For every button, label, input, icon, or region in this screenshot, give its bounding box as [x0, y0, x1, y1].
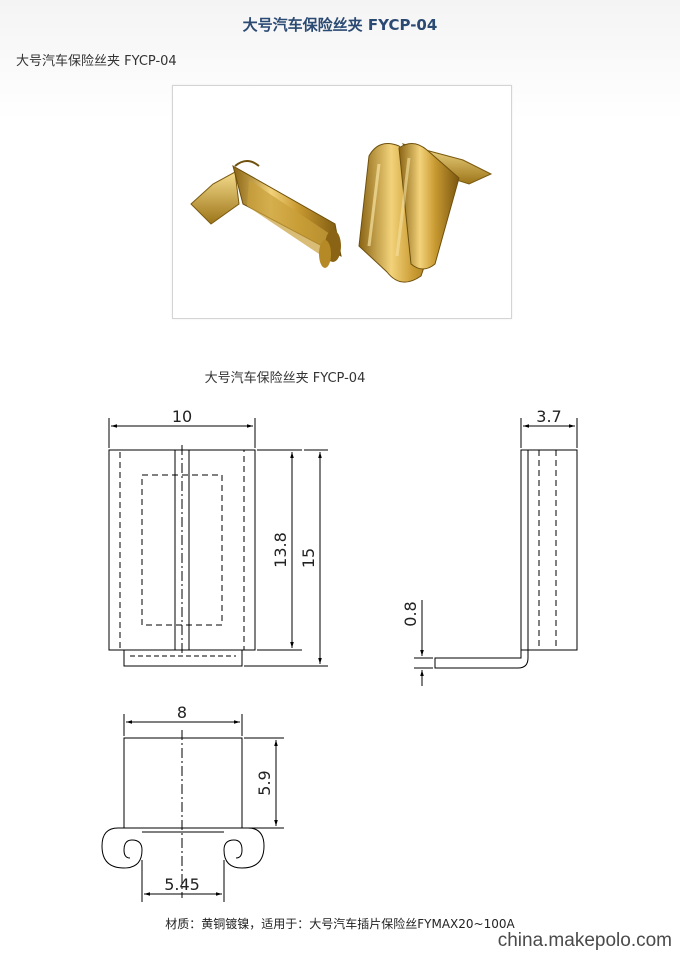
dim-width-5-45: 5.45: [164, 875, 200, 894]
dim-height-5-9: 5.9: [255, 770, 274, 795]
front-view: 10 13.8 15: [108, 407, 328, 667]
dim-width-8: 8: [177, 703, 187, 722]
site-watermark: china.makepolo.com: [497, 930, 672, 951]
material-note: 材质：黄铜镀镍，适用于：大号汽车插片保险丝FYMAX20~100A: [165, 917, 515, 931]
dim-thickness-0-8: 0.8: [401, 601, 420, 626]
dim-width-10: 10: [172, 407, 192, 426]
dim-depth-3-7: 3.7: [536, 407, 561, 426]
bottom-view: 8 5.9 5.45: [101, 703, 284, 902]
right-clip: [358, 143, 493, 283]
product-subtitle: 大号汽车保险丝夹 FYCP-04: [16, 54, 177, 69]
technical-drawing: 大号汽车保险丝夹 FYCP-04 10 13.8 15: [101, 370, 578, 902]
side-view: 3.7 0.8: [401, 407, 578, 686]
left-clip: [190, 160, 342, 268]
dim-height-13-8: 13.8: [271, 532, 290, 568]
product-photo[interactable]: [172, 85, 512, 319]
dim-height-15: 15: [299, 548, 318, 568]
page-title: 大号汽车保险丝夹 FYCP-04: [242, 16, 438, 34]
fuse-clip-photo: [190, 143, 493, 283]
drawing-caption: 大号汽车保险丝夹 FYCP-04: [205, 370, 366, 386]
